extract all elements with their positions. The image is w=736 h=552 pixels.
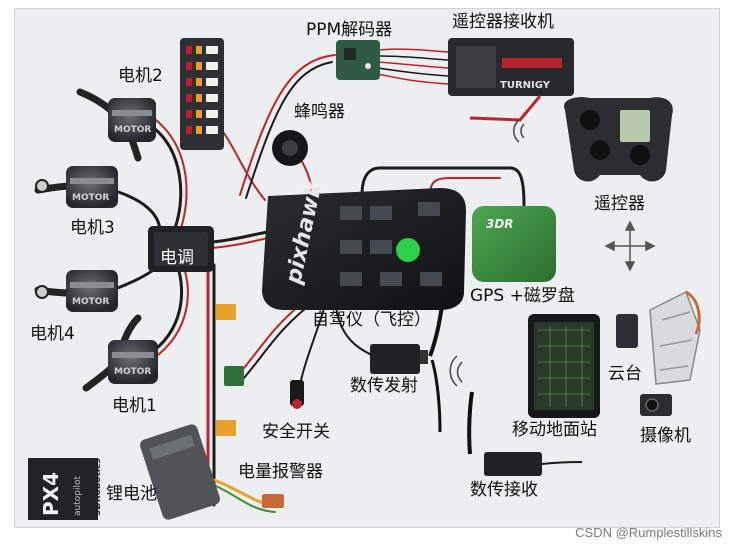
motor2-wire: [148, 123, 183, 230]
gps-wire: [360, 166, 526, 207]
svg-text:MOTOR: MOTOR: [114, 125, 151, 135]
receiver-harness: [377, 48, 449, 85]
gps-compass-label: GPS +磁罗盘: [470, 286, 575, 306]
ground-station-label: 移动地面站: [512, 420, 597, 440]
buzzer-label: 蜂鸣器: [294, 102, 345, 122]
ppm-wire: [239, 54, 336, 196]
telemetry-receiver: [467, 391, 583, 476]
motor4-label: 电机4: [30, 324, 75, 344]
esc-signal-wire: [210, 230, 270, 244]
motor3-label: 电机3: [70, 218, 115, 238]
motor1-wire: [146, 266, 184, 357]
esc-label: 电调: [160, 248, 194, 268]
safety-switch: [290, 380, 304, 409]
motor3: MOTOR: [34, 166, 118, 208]
ppm-decoder: [336, 40, 380, 80]
camera-label: 摄像机: [640, 426, 691, 446]
xt60-connectors: [216, 304, 236, 436]
svg-text:MOTOR: MOTOR: [72, 297, 109, 307]
lipo-battery: [140, 424, 220, 520]
svg-text:PX4: PX4: [39, 472, 63, 516]
lipo-battery-label: 锂电池: [106, 484, 157, 504]
safety-switch-wire: [299, 304, 326, 386]
buzzer: [272, 130, 308, 166]
battery-alarm: [262, 494, 284, 508]
servo-connector-strip: [180, 38, 224, 150]
rc-transmitter-label: 遥控器: [594, 194, 645, 214]
power-module: [224, 366, 244, 386]
rc-transmitter: [564, 97, 673, 182]
svg-text:autopilot: autopilot: [73, 476, 83, 516]
gimbal: [616, 290, 701, 385]
battery-alarm-label: 电量报警器: [238, 462, 323, 482]
autopilot-label: 自驾仪（飞控）: [312, 310, 431, 330]
camera: [640, 394, 672, 416]
svg-text:MOTOR: MOTOR: [114, 367, 151, 377]
rc-receiver-label: 遥控器接收机: [452, 12, 554, 32]
pixhawk-autopilot: pixhawk: [262, 179, 466, 310]
telemetry-tx-label: 数传发射: [350, 376, 418, 396]
telemetry-transmitter: [370, 304, 444, 433]
wireless-signal-icon: [449, 119, 525, 387]
motor2: MOTOR: [76, 88, 156, 162]
esc-box: [148, 226, 214, 272]
power-module-wire: [237, 304, 301, 376]
gps-compass: 3DR: [472, 206, 556, 282]
ground-station-tablet: [528, 314, 600, 418]
svg-text:TURNIGY: TURNIGY: [500, 80, 551, 91]
gimbal-label: 云台: [608, 364, 642, 384]
svg-text:3DRobotics: 3DRobotics: [93, 458, 103, 516]
motor4: MOTOR: [34, 270, 118, 312]
csdn-watermark: CSDN @Rumplestillskins: [575, 525, 722, 540]
px4-logo: PX4 autopilot 3DRobotics: [28, 458, 103, 520]
safety-switch-label: 安全开关: [262, 422, 330, 442]
telemetry-rx-label: 数传接收: [470, 480, 538, 500]
svg-text:3DR: 3DR: [486, 217, 514, 231]
motor1: MOTOR: [82, 314, 158, 392]
rc-receiver: TURNIGY: [448, 38, 574, 122]
motor1-label: 电机1: [112, 396, 157, 416]
motor2-label: 电机2: [118, 66, 163, 86]
orientation-arrows: [604, 220, 656, 272]
ppm-decoder-label: PPM解码器: [306, 20, 393, 40]
svg-text:MOTOR: MOTOR: [72, 193, 109, 203]
motor3-wire: [110, 188, 162, 234]
